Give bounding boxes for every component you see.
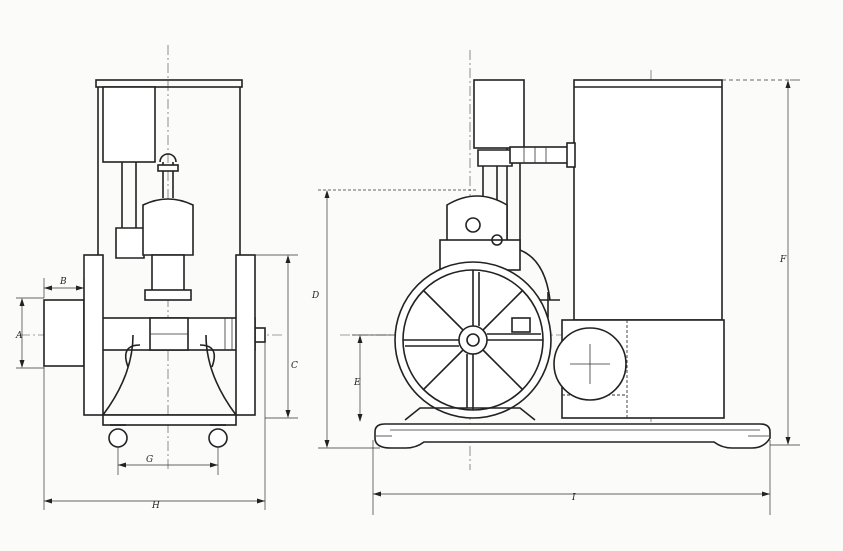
dim-D: D: [311, 189, 478, 449]
dim-C: C: [255, 254, 298, 419]
dim-F: F: [770, 79, 800, 446]
label-F: F: [779, 255, 787, 265]
flywheel-spokes: [403, 270, 543, 410]
dim-I: I: [372, 440, 771, 515]
base-casting-end: [102, 334, 237, 426]
flywheel-left-end: [83, 254, 104, 416]
label-G: G: [146, 455, 153, 465]
label-I: I: [571, 493, 576, 503]
hopper-box-end: [102, 86, 156, 163]
dim-B: B: [43, 255, 85, 298]
dim-E: E: [352, 334, 395, 422]
label-H: H: [151, 501, 160, 511]
hopper-box-side: [473, 79, 525, 149]
flywheel-side: [394, 261, 552, 419]
side-elevation-view: D E F I: [311, 50, 800, 515]
label-E: E: [353, 378, 361, 388]
cylinder-end: [142, 198, 194, 301]
pump-circle-side: [553, 327, 627, 401]
governor-end: [157, 153, 179, 198]
label-A: A: [15, 331, 23, 341]
label-C: C: [291, 361, 298, 371]
end-elevation-view: A B C G: [15, 45, 298, 511]
dim-H: H: [43, 342, 266, 511]
base-skid-side: [374, 423, 771, 449]
feed-pipe-end: [115, 162, 145, 259]
tank-side-view: [573, 79, 790, 321]
crankshaft-end: [43, 299, 266, 367]
dim-G: G: [117, 447, 219, 475]
frame-support-side: [404, 407, 536, 421]
flywheel-right-end: [235, 254, 256, 416]
label-B: B: [59, 277, 67, 287]
feed-pipe-side: [477, 142, 576, 200]
label-D: D: [311, 291, 319, 301]
crank-side: [511, 292, 560, 333]
tank-end-view: [95, 79, 243, 255]
dim-A: A: [15, 297, 44, 369]
